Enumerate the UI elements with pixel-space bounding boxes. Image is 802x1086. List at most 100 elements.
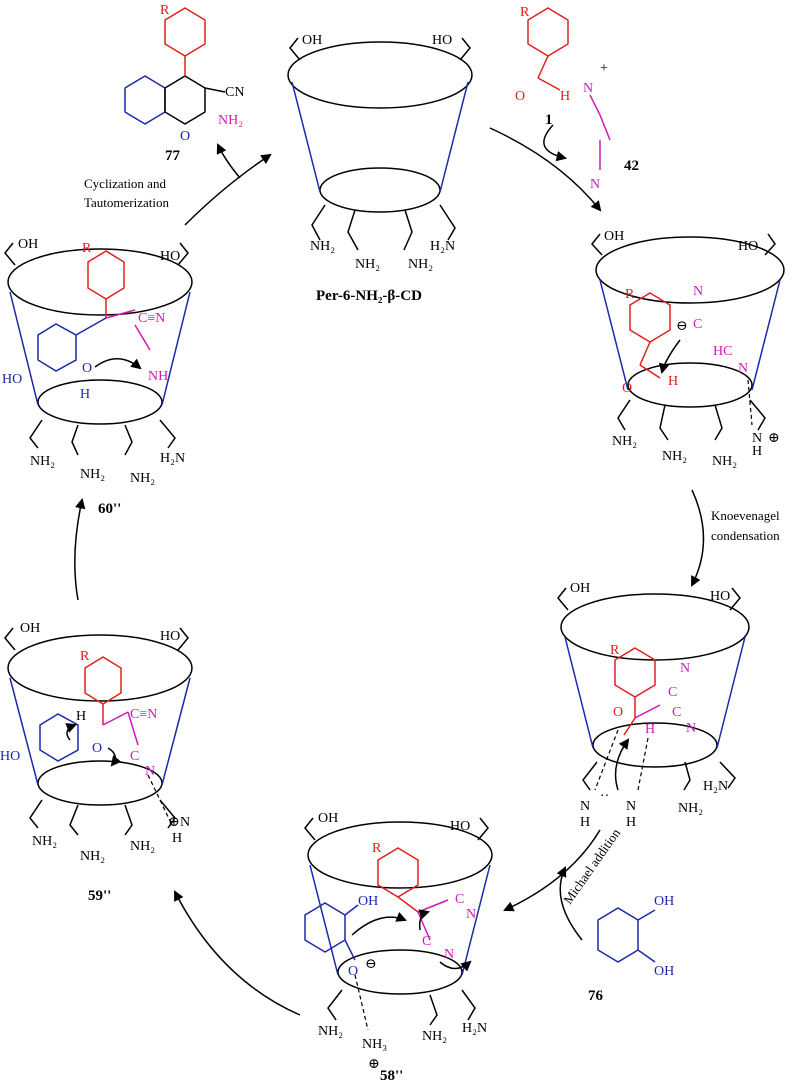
cyclization-label-line2: Tautomerization bbox=[84, 195, 170, 210]
reactant-resorcinol-76: OH OH 76 bbox=[588, 894, 674, 1004]
nh2-label: NH₂ bbox=[80, 849, 105, 864]
o-atom-label: O bbox=[180, 129, 190, 144]
h2n-label: H₂N bbox=[430, 239, 455, 254]
intermediate-59: OH HO R C≡N C N H HO O NH₂ NH₂ NH₂ ⊕ N H… bbox=[0, 621, 193, 904]
compound-1-number: 1 bbox=[545, 112, 553, 128]
nh2-label: NH₂ bbox=[130, 471, 155, 486]
intermediate-60: OH HO R C≡N NH HO O H NH₂ NH₂ NH₂ H₂N 60… bbox=[2, 237, 193, 517]
michael-addition-label: Michael addition bbox=[560, 825, 623, 906]
nh2-label: NH₂ bbox=[130, 839, 155, 854]
intermediate-knoevenagel-adduct: OH HO R O N C C N H ·· N H N H NH₂ H₂N bbox=[557, 581, 750, 830]
compound-77-number: 77 bbox=[165, 148, 181, 164]
oh-label: OH bbox=[18, 237, 38, 252]
nitrile-n-label: N bbox=[590, 177, 600, 192]
product-chromene-77: R CN NH₂ O 77 bbox=[124, 3, 244, 164]
h-atom-label: H bbox=[560, 89, 570, 104]
nitrile-n-label: N bbox=[444, 947, 454, 962]
nitrile-c-label: C bbox=[422, 934, 431, 949]
nh2-label: NH₂ bbox=[30, 454, 55, 469]
r-group-label: R bbox=[372, 841, 382, 856]
o-atom-label: O bbox=[348, 964, 358, 979]
nh3-label: NH₃ bbox=[362, 1037, 387, 1052]
h2-label: H bbox=[626, 815, 636, 830]
nh-label: N bbox=[180, 815, 190, 830]
oh-label: OH bbox=[654, 964, 674, 979]
nitrile-n-label: N bbox=[680, 661, 690, 676]
intermediate-58: OH HO R C N C N OH O ⊖ NH₂ NH₃ ⊕ NH₂ H₂N… bbox=[304, 811, 493, 1084]
amino-label: NH₂ bbox=[218, 113, 243, 128]
h2-label: H bbox=[580, 815, 590, 830]
nitrile-c-label: C bbox=[130, 749, 139, 764]
ho-label: HO bbox=[2, 372, 22, 387]
ho-label: HO bbox=[738, 239, 758, 254]
ho-label: HO bbox=[710, 589, 730, 604]
r-group-label: R bbox=[160, 3, 170, 18]
nh2-label: NH₂ bbox=[32, 834, 57, 849]
nh2-label: NH₂ bbox=[310, 239, 335, 254]
compound-59-number: 59'' bbox=[88, 888, 111, 904]
ammonium-charge: ⊕ bbox=[168, 815, 180, 830]
catalyst-label: Per-6-NH₂-β-CD bbox=[316, 288, 422, 304]
o-atom-label: O bbox=[613, 705, 623, 720]
step-labels: Knoevenagel condensation Michael additio… bbox=[84, 176, 780, 907]
oh-label: OH bbox=[654, 894, 674, 909]
compound-42-number: 42 bbox=[624, 158, 639, 174]
o-atom-label: O bbox=[515, 89, 525, 104]
nh-label: N bbox=[752, 431, 762, 446]
r-group-label: R bbox=[80, 649, 90, 664]
ho-label: HO bbox=[160, 249, 180, 264]
reactant-malononitrile-42: N N 42 bbox=[583, 81, 639, 192]
nitrile-c-label: C bbox=[668, 685, 677, 700]
oh-label: OH bbox=[570, 581, 590, 596]
knoevenagel-label-line1: Knoevenagel bbox=[711, 508, 780, 523]
nh2-label: NH₂ bbox=[662, 449, 687, 464]
intermediate-aldehyde-complex: OH HO R O H N C HC N ⊖ NH₂ NH₂ NH₂ N H ⊕ bbox=[591, 229, 785, 469]
r-group-label: R bbox=[520, 5, 530, 20]
r-group-label: R bbox=[82, 241, 92, 256]
h-atom-label: H bbox=[76, 709, 86, 724]
nh2-label: NH₂ bbox=[318, 1024, 343, 1039]
ho-label: HO bbox=[450, 819, 470, 834]
phenoxide-charge: ⊖ bbox=[365, 957, 377, 972]
o-atom-label: O bbox=[82, 361, 92, 376]
cyclization-label-line1: Cyclization and bbox=[84, 176, 166, 191]
o-atom-label: O bbox=[92, 741, 102, 756]
c-triple-n-label: C≡N bbox=[138, 311, 165, 326]
oh-label: OH bbox=[20, 621, 40, 636]
nh2-label: NH₂ bbox=[80, 467, 105, 482]
catalyst-cyclodextrin: OH HO NH₂ NH₂ NH₂ H₂N Per-6-NH₂-β-CD bbox=[287, 33, 473, 304]
h2n-label: H₂N bbox=[160, 451, 185, 466]
nh-label: N bbox=[580, 799, 590, 814]
h-atom-label: H bbox=[752, 444, 762, 459]
r-group-label: R bbox=[610, 643, 620, 658]
nh-label: N bbox=[626, 799, 636, 814]
oh-label: OH bbox=[318, 811, 338, 826]
h-atom-label: H bbox=[668, 374, 678, 389]
lone-pair: ·· bbox=[600, 789, 609, 804]
h2-label: H bbox=[172, 831, 182, 846]
c-triple-n-label: C≡N bbox=[130, 707, 157, 722]
oh-label: OH bbox=[604, 229, 624, 244]
nh2-label: NH₂ bbox=[678, 801, 703, 816]
h-atom-label: H bbox=[645, 722, 655, 737]
plus-sign: + bbox=[600, 61, 608, 76]
nitrile-n-label: N bbox=[466, 907, 476, 922]
nh2-label: NH₂ bbox=[422, 1029, 447, 1044]
nitrile-n-label: N bbox=[686, 721, 696, 736]
oh-label: OH bbox=[302, 33, 322, 48]
nh2-label: NH₂ bbox=[355, 257, 380, 272]
compound-60-number: 60'' bbox=[98, 501, 121, 517]
oh-label: OH bbox=[358, 894, 378, 909]
nitrile-c-label: C bbox=[672, 705, 681, 720]
nitrile-n-label: N bbox=[693, 284, 703, 299]
nh2-label: NH₂ bbox=[612, 434, 637, 449]
nitrile-n-label: N bbox=[145, 764, 155, 779]
o-atom-label: O bbox=[622, 381, 632, 396]
compound-76-number: 76 bbox=[588, 988, 604, 1004]
knoevenagel-label-line2: condensation bbox=[711, 528, 780, 543]
ammonium-charge: ⊕ bbox=[368, 1057, 380, 1072]
h2n-label: H₂N bbox=[462, 1021, 487, 1036]
compound-58-number: 58'' bbox=[380, 1068, 403, 1084]
nh2-label: NH₂ bbox=[712, 454, 737, 469]
